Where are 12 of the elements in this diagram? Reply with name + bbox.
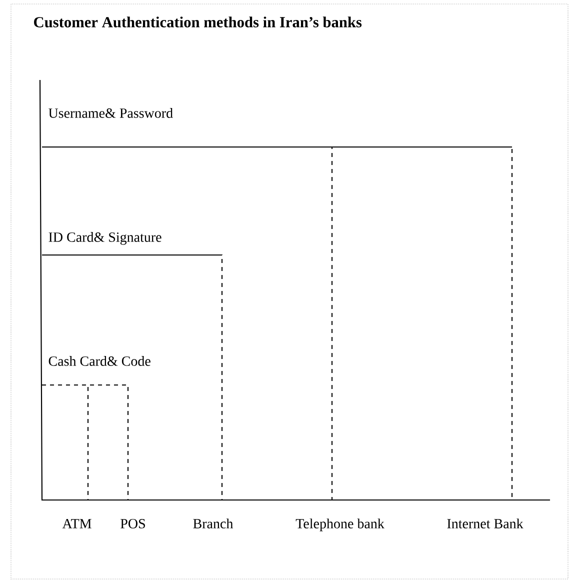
channel-label: ATM (62, 519, 92, 528)
connector-line (42, 384, 129, 500)
channel-label: Internet Bank (447, 518, 524, 528)
connector-line (42, 254, 223, 500)
channel-label: Branch (193, 518, 234, 528)
method-label: Username& Password (48, 108, 173, 118)
channel-label: POS (120, 519, 145, 528)
title: Customer Authentication methods in Iran’s banks (34, 16, 362, 28)
method-label: Cash Card& Code (48, 356, 150, 366)
method-label: ID Card& Signature (48, 232, 162, 245)
channel-label: Telephone bank (296, 518, 384, 532)
connector-line (42, 146, 513, 500)
